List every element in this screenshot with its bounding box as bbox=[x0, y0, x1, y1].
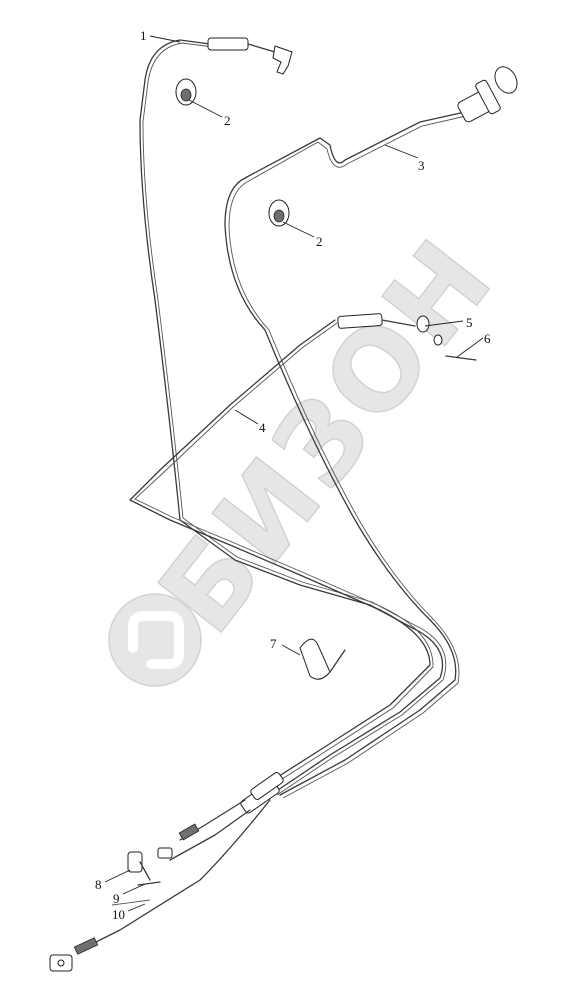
callout-1: 1 bbox=[140, 28, 147, 43]
callout-10: 10 bbox=[112, 907, 125, 922]
lever-clamp-icon bbox=[49, 954, 73, 972]
cable-1 bbox=[139, 37, 447, 796]
cable-3 bbox=[224, 66, 518, 799]
pin-10 bbox=[111, 899, 151, 906]
pin-9 bbox=[137, 881, 161, 886]
leader-lines bbox=[104, 35, 484, 912]
callout-6: 6 bbox=[484, 331, 491, 346]
callout-7: 7 bbox=[270, 636, 277, 651]
knob-handle-icon bbox=[457, 66, 518, 123]
cable-4 bbox=[129, 313, 434, 789]
elbow-fitting-1 bbox=[272, 45, 293, 75]
pin-6 bbox=[445, 355, 477, 361]
lower-fitting-b bbox=[250, 772, 284, 800]
end-fitting-1 bbox=[207, 37, 249, 51]
lower-assembly bbox=[49, 772, 284, 972]
callout-2-upper: 2 bbox=[224, 113, 231, 128]
callout-2-lower: 2 bbox=[316, 234, 323, 249]
nut-5 bbox=[416, 315, 443, 346]
grommet-upper bbox=[175, 78, 197, 106]
callout-labels: 1 2 3 2 5 6 4 7 8 9 10 bbox=[95, 28, 491, 922]
clamp-8 bbox=[127, 851, 151, 881]
clip-7 bbox=[299, 638, 346, 680]
callout-8: 8 bbox=[95, 877, 102, 892]
callout-3: 3 bbox=[418, 158, 425, 173]
end-fitting-4 bbox=[337, 313, 383, 329]
callout-4: 4 bbox=[259, 420, 266, 435]
watermark: БИЗОН bbox=[108, 214, 519, 687]
callout-5: 5 bbox=[466, 315, 473, 330]
watermark-logo-icon bbox=[108, 593, 202, 687]
callout-9: 9 bbox=[113, 891, 120, 906]
grommet-lower bbox=[268, 199, 290, 227]
watermark-text: БИЗОН bbox=[135, 215, 519, 656]
